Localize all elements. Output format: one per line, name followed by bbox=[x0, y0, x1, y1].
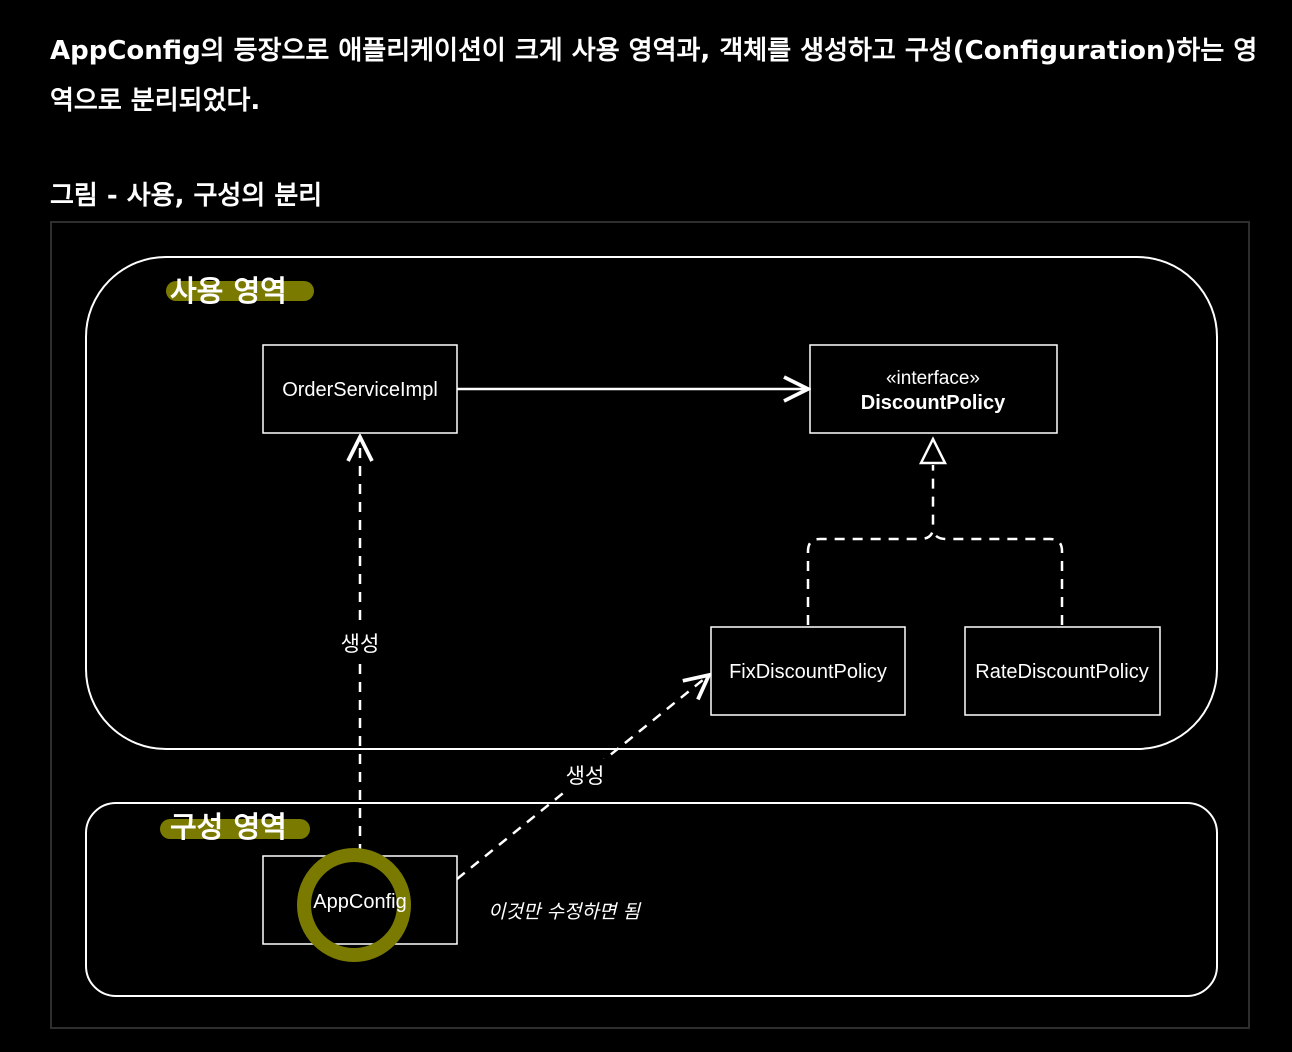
app-config-highlight-ring bbox=[297, 848, 411, 962]
create-fix-label: 생성 bbox=[566, 764, 605, 788]
config-zone bbox=[85, 802, 1218, 997]
create-fix-label-bg bbox=[560, 759, 610, 791]
config-zone-highlight bbox=[160, 819, 310, 839]
order-service-label: OrderServiceImpl bbox=[282, 379, 438, 401]
config-zone-title: 구성 영역 bbox=[170, 810, 287, 844]
realization-line-rate bbox=[931, 528, 1064, 625]
app-config-label: AppConfig bbox=[313, 891, 406, 913]
usage-zone-title: 사용 영역 bbox=[170, 274, 287, 308]
fix-discount-box bbox=[710, 626, 906, 716]
rate-discount-label: RateDiscountPolicy bbox=[975, 661, 1148, 683]
discount-policy-label: DiscountPolicy bbox=[861, 392, 1006, 414]
realization-triangle bbox=[918, 436, 948, 465]
discount-policy-stereotype: «interface» bbox=[886, 368, 980, 389]
separation-diagram: 사용 영역 구성 영역 OrderServiceImpl «interface»… bbox=[85, 256, 1218, 997]
diagram-frame: 사용 영역 구성 영역 OrderServiceImpl «interface»… bbox=[50, 221, 1250, 1029]
create-order-label-bg bbox=[336, 627, 384, 659]
handwritten-note: 이것만 수정하면 됨 bbox=[488, 901, 641, 923]
usage-zone-highlight bbox=[166, 281, 314, 301]
usage-zone bbox=[85, 256, 1218, 750]
create-order-label: 생성 bbox=[341, 632, 380, 656]
order-service-box bbox=[262, 344, 458, 434]
realization-line-fix bbox=[806, 465, 935, 625]
figure-caption: 그림 - 사용, 구성의 분리 bbox=[50, 181, 323, 211]
discount-policy-box bbox=[809, 344, 1058, 434]
rate-discount-box bbox=[964, 626, 1161, 716]
fix-discount-label: FixDiscountPolicy bbox=[729, 661, 887, 683]
intro-paragraph: AppConfig의 등장으로 애플리케이션이 크게 사용 영역과, 객체를 생… bbox=[50, 36, 1258, 116]
